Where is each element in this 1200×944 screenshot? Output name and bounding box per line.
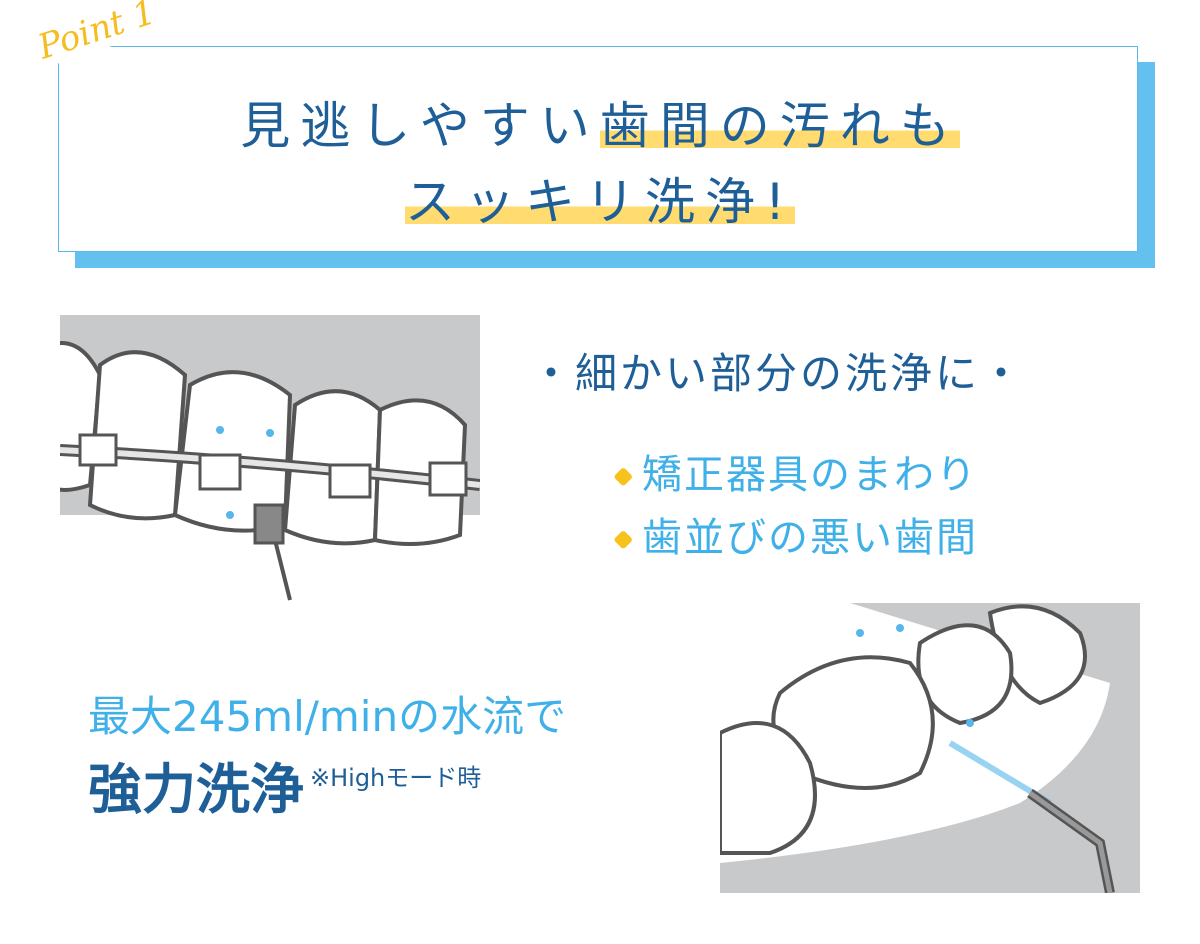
- feature-item: 矯正器具のまわり: [612, 442, 978, 500]
- title-highlight: スッキリ洗浄!: [404, 173, 796, 231]
- bullet-icon: [613, 529, 634, 550]
- title-text: 見逃しやすい: [240, 97, 600, 155]
- title-line-1: 見逃しやすい歯間の汚れも: [0, 86, 1200, 158]
- feature-text: 矯正器具のまわり: [642, 452, 978, 498]
- power-clean-label: 強力洗浄: [88, 758, 304, 821]
- feature-text: 歯並びの悪い歯間: [642, 515, 978, 561]
- interdental-illustration: [720, 603, 1140, 893]
- mode-note: ※Highモード時: [310, 764, 482, 792]
- braces-illustration: [60, 315, 480, 601]
- features-heading: ・細かい部分の洗浄に・: [530, 349, 1026, 398]
- flow-rate-text: 最大245ml/minの水流で: [88, 692, 567, 741]
- power-clean-text: 強力洗浄※Highモード時: [88, 745, 481, 824]
- bullet-icon: [613, 466, 634, 487]
- feature-item: 歯並びの悪い歯間: [612, 505, 978, 563]
- title-line-2: スッキリ洗浄!: [0, 162, 1200, 234]
- title-highlight: 歯間の汚れも: [599, 97, 960, 155]
